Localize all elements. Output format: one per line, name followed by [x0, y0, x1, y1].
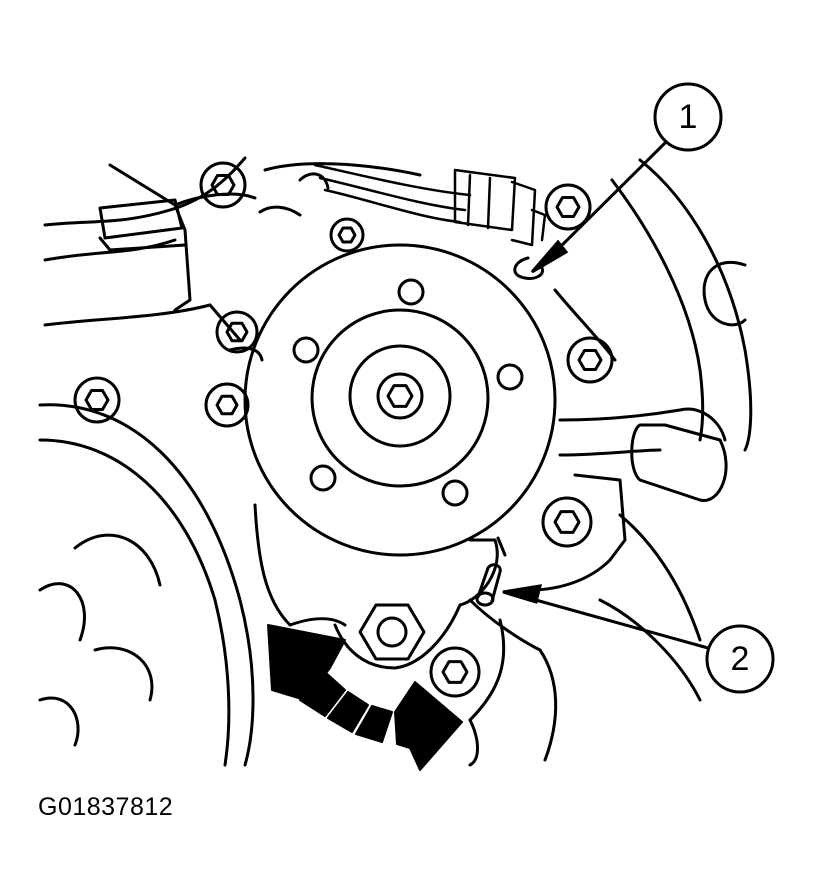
- leader-arrowhead-1: [530, 239, 569, 274]
- rotation-arrowhead-right: [394, 681, 463, 771]
- callout-1: 1: [653, 82, 723, 152]
- alignment-pin: [475, 563, 502, 607]
- water-pump-pulley: [243, 243, 557, 670]
- rotation-direction-arrows: [267, 624, 463, 771]
- crank-pulley: [38, 403, 255, 767]
- retaining-clip: [513, 256, 545, 280]
- callout-2-number: 2: [731, 640, 750, 678]
- wiring-harness: [313, 163, 547, 247]
- idler-pulley: [610, 158, 753, 452]
- callout-1-number: 1: [679, 98, 698, 136]
- rotation-segment: [355, 705, 393, 743]
- pump-housing: [228, 162, 728, 767]
- rotation-segment: [299, 671, 346, 717]
- upper-left-housing: [43, 156, 257, 342]
- leader-arrowhead-2: [502, 584, 543, 604]
- tensioner-nut: [358, 603, 426, 661]
- mounting-bolts: [73, 161, 614, 698]
- rotation-segment: [327, 691, 369, 733]
- callout-2: 2: [705, 624, 775, 694]
- figure-id-label: G01837812: [38, 793, 174, 821]
- leader-lines: [502, 138, 709, 650]
